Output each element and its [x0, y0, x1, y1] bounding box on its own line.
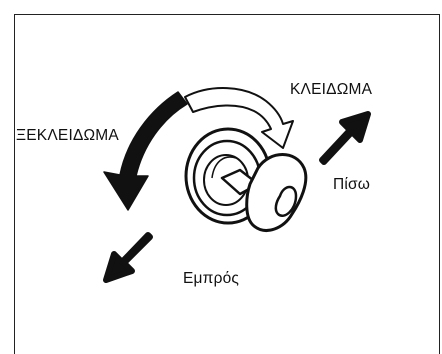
forward-label: Εμπρός	[183, 270, 239, 288]
ignition-diagram	[0, 0, 442, 341]
unlock-curved-arrow-icon	[104, 92, 187, 210]
back-arrow-icon	[322, 114, 368, 162]
unlock-label: ΞΕΚΛΕΙΔΩΜΑ	[16, 127, 119, 145]
lock-label: ΚΛΕΙΔΩΜΑ	[290, 81, 372, 99]
forward-arrow-icon	[106, 235, 150, 280]
back-label: Πίσω	[333, 176, 370, 194]
